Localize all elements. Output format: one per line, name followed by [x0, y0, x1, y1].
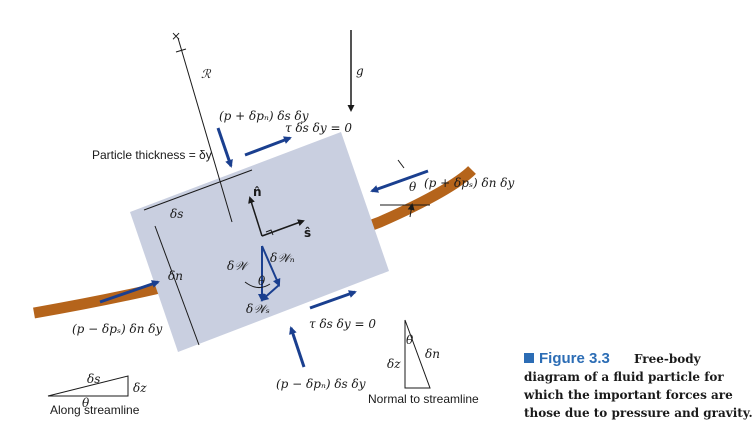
- normal-streamline-triangle: [404, 319, 431, 389]
- ps-right-label: (p + δpₛ) δn δy: [424, 176, 514, 190]
- ps-right-arrow: [370, 169, 429, 193]
- caption-title: Figure 3.3: [539, 350, 610, 367]
- caption-line3: which the important forces are: [523, 388, 733, 402]
- tau-top-arrow: [244, 136, 292, 157]
- n-hat-arrow: [248, 196, 263, 237]
- theta-right-ref: [397, 159, 405, 169]
- theta-arc: [244, 281, 271, 288]
- ps-left-arrow: [99, 280, 160, 304]
- pn-top-arrow: [216, 127, 233, 168]
- theta-right-label: θ: [409, 180, 417, 194]
- n-hat-label: n̂: [253, 185, 262, 199]
- particle-thickness-label: Particle thickness = δy: [92, 148, 212, 162]
- tau-bottom-arrow: [309, 290, 357, 310]
- dwn-label: δ𝒲ₙ: [270, 251, 295, 265]
- ps-left-label: (p − δpₛ) δn δy: [72, 322, 162, 336]
- along-streamline-label: Along streamline: [50, 403, 140, 417]
- tri-right-theta-label: θ: [406, 333, 414, 347]
- weight-tangential-arrow: [260, 284, 280, 302]
- dws-label: δ𝒲ₛ: [246, 302, 270, 316]
- pn-bottom-label: (p − δpₙ) δs δy: [276, 377, 366, 391]
- normal-streamline-label: Normal to streamline: [368, 392, 479, 406]
- radius-line: [177, 37, 233, 223]
- ds-label: δs: [170, 207, 183, 221]
- tau-bottom-label: τ δs δy = 0: [309, 317, 376, 331]
- caption-line2: diagram of a fluid particle for: [524, 370, 724, 384]
- tri-right-dn-label: δn: [425, 347, 440, 361]
- dw-label: δ𝒲: [227, 259, 250, 273]
- ds-dimension-line: [143, 169, 253, 211]
- s-hat-label: ŝ: [304, 226, 311, 240]
- fluid-particle: [130, 132, 389, 352]
- r-label: ℛ: [201, 67, 212, 81]
- theta-center-label: θ: [258, 274, 266, 288]
- along-streamline-triangle: [47, 375, 129, 397]
- radius-tick: [175, 48, 187, 53]
- theta-right-arrow: [407, 203, 415, 218]
- pn-top-label: (p + δpₙ) δs δy: [219, 109, 309, 123]
- tri-left-ds-label: δs: [87, 372, 100, 386]
- tau-top-label: τ δs δy = 0: [285, 121, 352, 135]
- g-label: g: [356, 64, 364, 78]
- x-mark: ×: [171, 29, 181, 43]
- caption-line4: those due to pressure and gravity.: [524, 406, 752, 420]
- dn-dimension-line: [154, 225, 200, 346]
- caption-line1: Free-body: [634, 352, 702, 366]
- dn-label: δn: [168, 269, 183, 283]
- caption-square-icon: [524, 353, 534, 363]
- tri-right-dz-label: δz: [387, 357, 401, 371]
- s-hat-arrow: [261, 219, 305, 237]
- pn-bottom-arrow: [289, 326, 306, 368]
- weight-normal-arrow: [261, 245, 281, 287]
- right-angle-mark: [265, 229, 274, 236]
- tri-left-dz-label: δz: [133, 381, 147, 395]
- tri-left-theta-label: θ: [82, 396, 90, 410]
